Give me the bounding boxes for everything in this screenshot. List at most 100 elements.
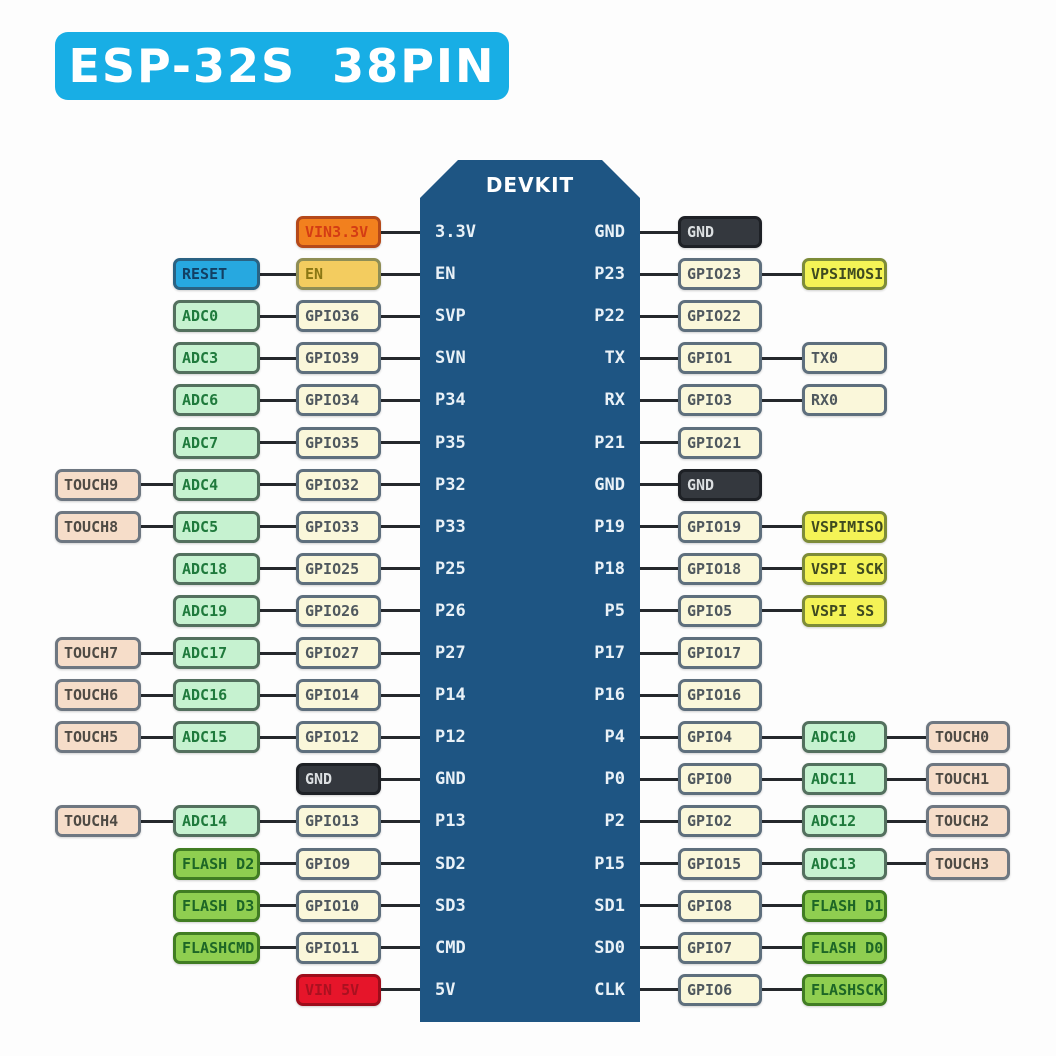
connector-wire bbox=[260, 651, 296, 655]
connector-wire bbox=[260, 567, 296, 571]
connector-wire bbox=[260, 356, 296, 360]
chip-pin-label-right-7: P19 bbox=[594, 516, 625, 537]
connector-wire bbox=[762, 988, 802, 992]
connector-wire bbox=[640, 988, 678, 992]
pin-box-gpio13: GPIO13 bbox=[296, 805, 381, 838]
connector-wire bbox=[762, 525, 802, 529]
connector-wire bbox=[381, 609, 420, 613]
pin-box-gpio39: GPIO39 bbox=[296, 342, 381, 375]
pin-box-adc5: ADC5 bbox=[173, 510, 260, 543]
pin-box-gpio27: GPIO27 bbox=[296, 637, 381, 669]
pin-box-gpio32: GPIO32 bbox=[296, 468, 381, 501]
connector-wire bbox=[640, 693, 678, 697]
connector-wire bbox=[381, 483, 420, 487]
connector-wire bbox=[260, 735, 296, 739]
connector-wire bbox=[762, 272, 802, 276]
connector-wire bbox=[141, 525, 173, 529]
connector-wire bbox=[141, 483, 173, 487]
pin-box-touch3: TOUCH3 bbox=[926, 847, 1010, 880]
connector-wire bbox=[762, 862, 802, 865]
connector-wire bbox=[381, 735, 420, 739]
connector-wire bbox=[260, 693, 296, 697]
connector-wire bbox=[640, 441, 678, 444]
connector-wire bbox=[381, 904, 420, 908]
chip-pin-label-left-10: P27 bbox=[435, 643, 466, 663]
connector-wire bbox=[762, 904, 802, 908]
connector-wire bbox=[762, 946, 802, 950]
chip-pin-label-right-16: SD1 bbox=[594, 895, 625, 916]
chip-pin-label-left-3: SVN bbox=[435, 348, 466, 369]
pin-box-gpio14: GPIO14 bbox=[296, 679, 381, 712]
pin-box-flash-d0: FLASH D0 bbox=[802, 931, 887, 964]
pin-box-adc13: ADC13 bbox=[802, 847, 887, 880]
pin-box-adc12: ADC12 bbox=[802, 805, 887, 838]
connector-wire bbox=[887, 819, 926, 823]
pin-box-adc0: ADC0 bbox=[173, 300, 260, 333]
pin-box-adc18: ADC18 bbox=[173, 552, 260, 585]
pin-box-tx0: TX0 bbox=[802, 342, 887, 375]
pin-box-gnd: GND bbox=[678, 216, 762, 248]
connector-wire bbox=[381, 567, 420, 571]
connector-wire bbox=[762, 567, 802, 571]
connector-wire bbox=[381, 651, 420, 655]
chip-pin-label-left-11: P14 bbox=[435, 685, 466, 706]
connector-wire bbox=[640, 230, 678, 234]
pin-box-touch7: TOUCH7 bbox=[55, 637, 141, 669]
pin-box-touch0: TOUCH0 bbox=[926, 721, 1010, 754]
chip-pin-label-left-2: SVP bbox=[435, 306, 466, 327]
pin-box-adc16: ADC16 bbox=[173, 679, 260, 712]
pin-box-gpio7: GPIO7 bbox=[678, 931, 762, 964]
chip-pin-label-left-4: P34 bbox=[435, 390, 466, 411]
connector-wire bbox=[381, 272, 420, 276]
chip-pin-label-right-18: CLK bbox=[594, 979, 625, 1000]
pin-box-gpio16: GPIO16 bbox=[678, 679, 762, 712]
connector-wire bbox=[381, 988, 420, 992]
chip-pin-label-left-8: P25 bbox=[435, 558, 466, 579]
pin-box-gnd: GND bbox=[678, 468, 762, 501]
pin-box-touch4: TOUCH4 bbox=[55, 805, 141, 838]
connector-wire bbox=[381, 777, 420, 781]
pin-box-rx0: RX0 bbox=[802, 384, 887, 417]
connector-wire bbox=[381, 314, 420, 318]
chip-pin-label-right-17: SD0 bbox=[594, 937, 625, 958]
pin-box-gpio1: GPIO1 bbox=[678, 342, 762, 375]
chip-pin-label-left-18: 5V bbox=[435, 979, 456, 1000]
pin-box-adc15: ADC15 bbox=[173, 721, 260, 754]
chip-pin-label-left-6: P32 bbox=[435, 474, 466, 495]
pin-box-gpio26: GPIO26 bbox=[296, 594, 381, 627]
connector-wire bbox=[762, 356, 802, 360]
chip-pin-label-left-1: EN bbox=[435, 264, 456, 285]
connector-wire bbox=[381, 693, 420, 697]
pin-box-adc3: ADC3 bbox=[173, 342, 260, 375]
connector-wire bbox=[381, 398, 420, 402]
connector-wire bbox=[640, 609, 678, 613]
pin-box-adc19: ADC19 bbox=[173, 594, 260, 627]
connector-wire bbox=[381, 356, 420, 360]
pin-box-touch8: TOUCH8 bbox=[55, 510, 141, 543]
chip-title: DEVKIT bbox=[485, 173, 575, 197]
pin-box-flash-d1: FLASH D1 bbox=[802, 889, 887, 922]
pin-box-adc10: ADC10 bbox=[802, 721, 887, 754]
pin-box-gpio23: GPIO23 bbox=[678, 258, 762, 291]
connector-wire bbox=[381, 441, 420, 444]
connector-wire bbox=[260, 862, 296, 865]
pin-box-adc17: ADC17 bbox=[173, 637, 260, 669]
chip-pin-label-left-17: CMD bbox=[435, 937, 466, 958]
pin-box-gpio10: GPIO10 bbox=[296, 889, 381, 922]
connector-wire bbox=[640, 483, 678, 487]
pin-box-gpio34: GPIO34 bbox=[296, 384, 381, 417]
connector-wire bbox=[260, 314, 296, 318]
pin-box-gpio22: GPIO22 bbox=[678, 300, 762, 333]
pin-box-touch2: TOUCH2 bbox=[926, 805, 1010, 838]
chip-pin-label-left-13: GND bbox=[435, 769, 466, 790]
pin-box-gpio6: GPIO6 bbox=[678, 973, 762, 1006]
chip-pin-label-right-15: P15 bbox=[594, 853, 625, 874]
pin-box-flash-d2: FLASH D2 bbox=[173, 847, 260, 880]
pin-box-gpio9: GPIO9 bbox=[296, 847, 381, 880]
pin-box-gpio2: GPIO2 bbox=[678, 805, 762, 838]
chip-pin-label-right-4: RX bbox=[604, 390, 625, 411]
pin-box-gpio36: GPIO36 bbox=[296, 300, 381, 333]
connector-wire bbox=[640, 862, 678, 865]
chip-pin-label-right-9: P5 bbox=[604, 600, 625, 621]
